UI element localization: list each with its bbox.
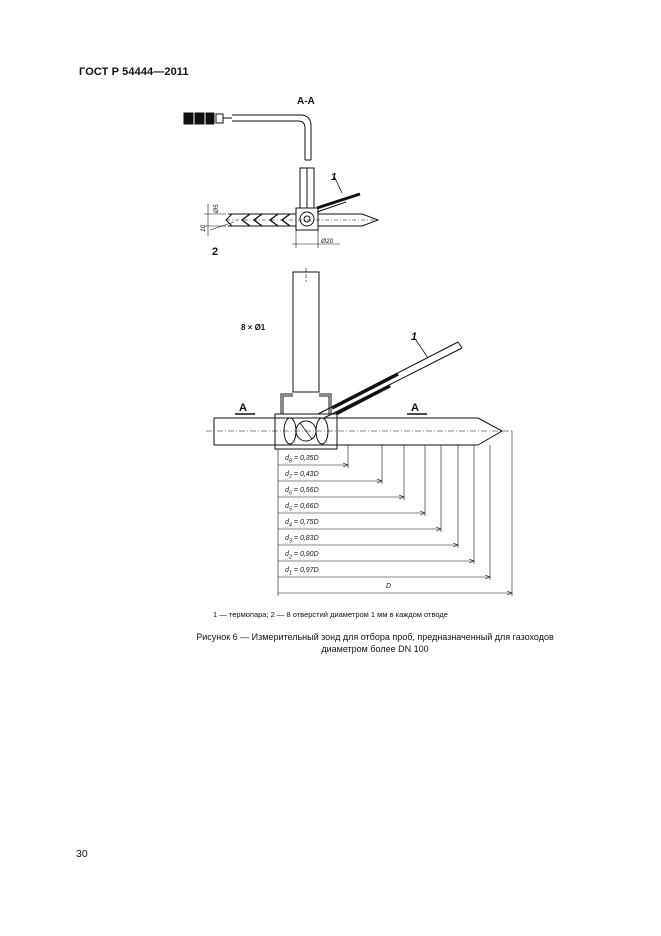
figure-caption: Рисунок 6 — Измерительный зонд для отбор… <box>140 631 610 655</box>
section-mark-left: А <box>239 402 247 414</box>
diameter-label: d6 = 0,56D <box>285 487 319 497</box>
diameter-arrow <box>484 574 491 580</box>
document-header: ГОСТ Р 54444—2011 <box>79 66 189 78</box>
diameter-arrow <box>435 526 442 532</box>
diameter-arrow <box>452 542 459 548</box>
section-mark-right: А <box>411 402 419 414</box>
caption-line-2: диаметром более DN 100 <box>321 644 429 654</box>
diameter-label: d8 = 0,35D <box>285 455 319 465</box>
label-holes: 2 <box>212 246 218 258</box>
diameter-arrow <box>398 494 405 500</box>
diameter-arrow <box>468 558 475 564</box>
diameter-arrow <box>419 510 426 516</box>
label-thermocouple-top: 1 <box>331 172 337 183</box>
diameter-label: d7 = 0,43D <box>285 471 319 481</box>
overall-diameter-label: D <box>386 583 392 590</box>
overall-arrow <box>506 590 513 596</box>
connector-plug <box>183 112 232 125</box>
diameter-arrow <box>376 478 383 484</box>
diameter-label: d1 = 0,97D <box>285 567 319 577</box>
label-thermocouple-main: 1 <box>411 331 417 343</box>
figure-legend: 1 — термопара; 2 — 8 отверстий диаметром… <box>213 610 448 619</box>
section-label: А-А <box>297 96 315 107</box>
dim-10: 10 <box>200 224 207 232</box>
diameter-arrow <box>342 462 349 468</box>
holes-note: 8 × Ø1 <box>241 323 266 332</box>
diameter-label: d4 = 0,75D <box>285 519 319 529</box>
page-number: 30 <box>76 848 88 860</box>
dim-20: Ø20 <box>320 238 334 245</box>
diameter-label: d3 = 0,83D <box>285 535 319 545</box>
caption-line-1: Рисунок 6 — Измерительный зонд для отбор… <box>196 632 554 642</box>
diameter-label: d5 = 0,66D <box>285 503 319 513</box>
diameter-label: d2 = 0,90D <box>285 551 319 561</box>
dim-5: Ø5 <box>213 204 220 214</box>
